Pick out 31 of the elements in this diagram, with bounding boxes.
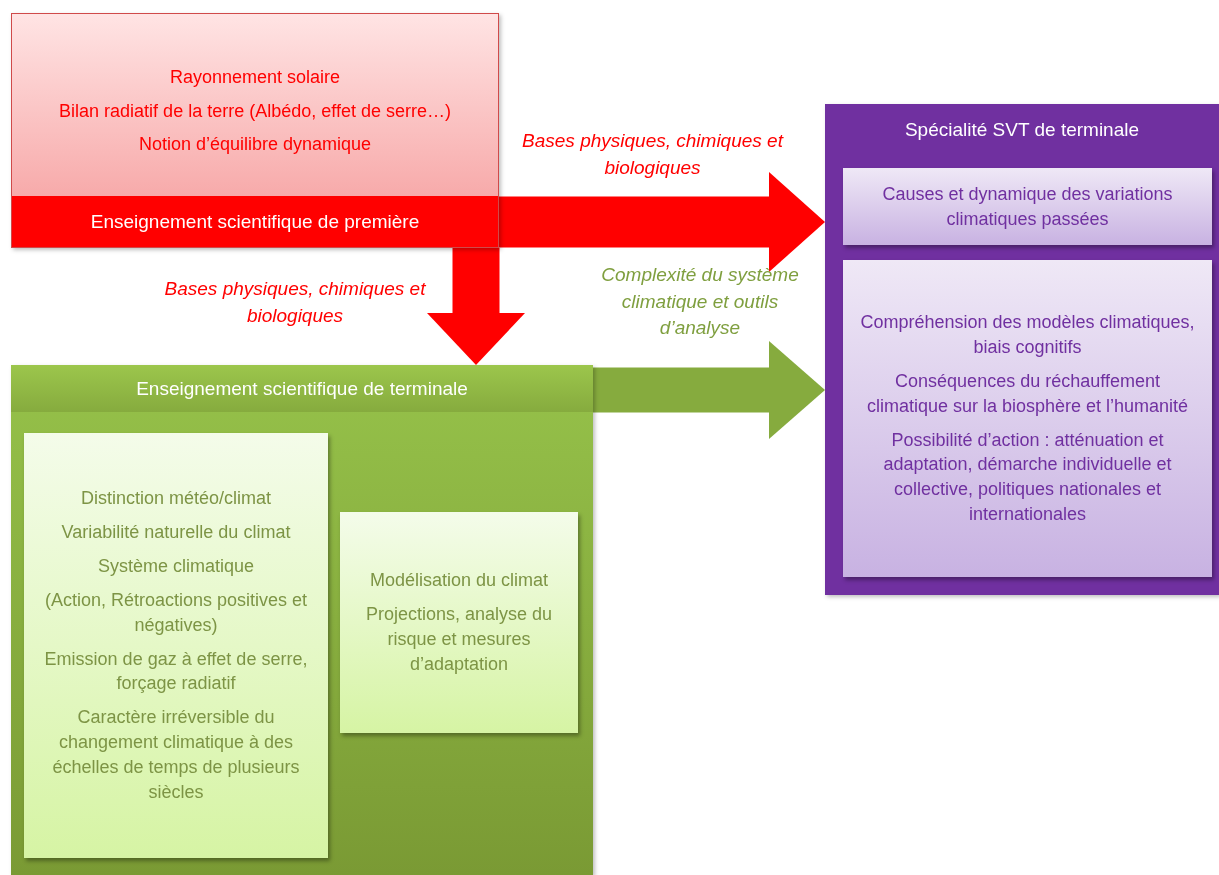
topic-box — [340, 512, 578, 733]
topic-text: Modélisation du climat — [369, 569, 549, 593]
heading-band: Enseignement scientifique de première — [12, 196, 498, 247]
topic-text: Distinction météo/climat — [80, 487, 272, 511]
topic-text: Causes et dynamique des variations climatiques passées — [881, 182, 1174, 231]
block-arrow — [499, 172, 825, 272]
heading-band: Enseignement scientifique de terminale — [11, 365, 593, 412]
topic-box — [11, 13, 499, 248]
topic-text: Emission de gaz à effet de serre, forçage radiatif — [43, 647, 309, 696]
edge-label: Complexité du système climatique et outils d’analyse — [600, 263, 800, 341]
topic-text: Variabilité naturelle du climat — [61, 521, 291, 545]
topic-text: Bilan radiatif de la terre (Albédo, effet de serre…) — [59, 99, 451, 123]
block-arrow — [593, 341, 825, 439]
topic-text: Conséquences du réchauffement climatique sur la biosphère et l’humanité — [865, 369, 1190, 418]
topic-text: Compréhension des modèles climatiques, biais cognitifs — [859, 311, 1196, 359]
course-panel — [11, 365, 593, 875]
topic-text: (Action, Rétroactions positives et négatives) — [43, 588, 309, 637]
topic-box — [843, 168, 1212, 245]
topic-text: Possibilité d’action : atténuation et adaptation, démarche individuelle et collective, politiques nationales et internationales — [882, 428, 1173, 526]
course-panel — [825, 104, 1219, 595]
topic-text: Système climatique — [97, 555, 255, 579]
topic-box — [24, 433, 328, 858]
heading-band: Spécialité SVT de terminale — [825, 104, 1219, 156]
topic-box — [843, 260, 1212, 577]
edge-label: Bases physiques, chimiques et biologiques — [163, 277, 427, 328]
block-arrow — [427, 248, 525, 365]
topic-text: Rayonnement solaire — [169, 65, 341, 89]
topic-text: Projections, analyse du risque et mesures d’adaptation — [364, 603, 554, 676]
topic-text: Notion d’équilibre dynamique — [138, 133, 372, 157]
edge-label: Bases physiques, chimiques et biologiques — [521, 129, 785, 180]
topic-text: Caractère irréversible du changement climatique à des échelles de temps de plusieurs siècles — [51, 706, 301, 804]
